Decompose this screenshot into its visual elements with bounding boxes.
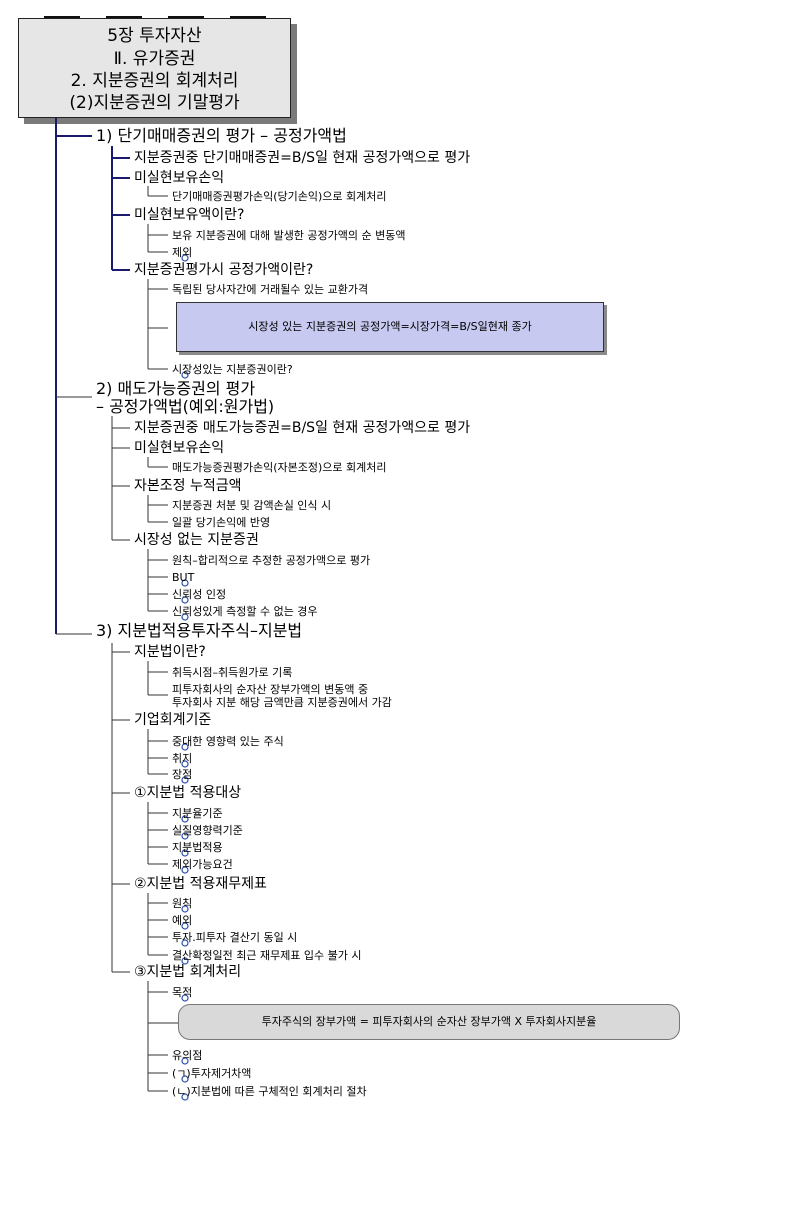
node-s2-d4[interactable]: 신뢰성있게 측정할 수 없는 경우: [172, 605, 318, 618]
node-s3-c4[interactable]: 제외가능요건: [172, 858, 233, 871]
expand-node-icon: [181, 596, 189, 604]
node-s1-d[interactable]: 지분증권평가시 공정가액이란?: [134, 262, 314, 278]
node-s3-e[interactable]: ③지분법 회계처리: [134, 964, 242, 980]
expand-node-icon: [181, 957, 189, 965]
node-s2-d1[interactable]: 원칙–합리적으로 추정한 공정가액으로 평가: [172, 554, 371, 567]
node-s1-c2[interactable]: 제외: [172, 246, 193, 259]
expand-node-icon: [181, 371, 189, 379]
equity-method-formula-box[interactable]: 투자주식의 장부가액 = 피투자회사의 순자산 장부가액 X 투자회사지분율: [178, 1004, 680, 1040]
expand-node-icon: [181, 849, 189, 857]
node-s3-d[interactable]: ②지분법 적용재무제표: [134, 876, 267, 892]
node-s3-d4[interactable]: 결산확정일전 최근 재무제표 입수 불가 시: [172, 949, 362, 962]
node-s3-b3[interactable]: 장점: [172, 768, 193, 781]
node-s3-b1[interactable]: 중대한 영향력 있는 주식: [172, 735, 284, 748]
node-s3-c[interactable]: ①지분법 적용대상: [134, 785, 242, 801]
expand-node-icon: [181, 905, 189, 913]
expand-node-icon: [181, 579, 189, 587]
node-s1-d3[interactable]: 시장성있는 지분증권이란?: [172, 363, 293, 376]
title-card: 5장 투자자산 Ⅱ. 유가증권 2. 지분증권의 회계처리 (2)지분증권의 기…: [18, 18, 291, 118]
title-subsection: 2. 지분증권의 회계처리: [70, 71, 239, 91]
node-s1-b1[interactable]: 단기매매증권평가손익(당기손익)으로 회계처리: [172, 190, 387, 203]
node-s2-c1[interactable]: 지분증권 처분 및 감액손실 인식 시: [172, 499, 332, 512]
node-s3-c1[interactable]: 지분율기준: [172, 807, 223, 820]
node-s3-a1[interactable]: 취득시점–취득원가로 기록: [172, 666, 293, 679]
node-s2-c[interactable]: 자본조정 누적금액: [134, 478, 242, 494]
expand-node-icon: [181, 939, 189, 947]
expand-node-icon: [181, 1075, 189, 1083]
section-3-heading[interactable]: 3) 지분법적용투자주식–지분법: [96, 621, 303, 640]
title-chapter: 5장 투자자산: [107, 26, 202, 46]
node-s3-b2[interactable]: 취지: [172, 752, 193, 765]
equity-method-formula-text: 투자주식의 장부가액 = 피투자회사의 순자산 장부가액 X 투자회사지분율: [261, 1015, 597, 1028]
node-s2-d3[interactable]: 신뢰성 인정: [172, 588, 227, 601]
node-s3-e3[interactable]: 유의점: [172, 1049, 203, 1062]
node-s3-d1[interactable]: 원칙: [172, 897, 193, 910]
section-2-heading-sub[interactable]: – 공정가액법(예외:원가법): [96, 397, 275, 416]
node-s3-a[interactable]: 지분법이란?: [134, 644, 206, 660]
fair-value-definition-box[interactable]: 시장성 있는 지분증권의 공정가액=시장가격=B/S일현재 종가: [176, 302, 604, 352]
expand-node-icon: [181, 832, 189, 840]
node-s3-c2[interactable]: 실질영향력기준: [172, 824, 243, 837]
node-s2-b1[interactable]: 매도가능증권평가손익(자본조정)으로 회계처리: [172, 461, 387, 474]
node-s1-b[interactable]: 미실현보유손익: [134, 170, 225, 186]
expand-node-icon: [181, 866, 189, 874]
node-s3-e5[interactable]: (ㄴ)지분법에 따른 구체적인 회계처리 절차: [172, 1085, 367, 1098]
node-s3-a2[interactable]: 피투자회사의 순자산 장부가액의 변동액 중: [172, 683, 369, 696]
node-s2-b[interactable]: 미실현보유손익: [134, 440, 225, 456]
expand-node-icon: [181, 743, 189, 751]
node-s3-d2[interactable]: 예외: [172, 914, 193, 927]
node-s3-c3[interactable]: 지분법적용: [172, 841, 223, 854]
expand-node-icon: [181, 776, 189, 784]
expand-node-icon: [181, 760, 189, 768]
node-s2-a[interactable]: 지분증권중 매도가능증권=B/S일 현재 공정가액으로 평가: [134, 420, 471, 436]
expand-node-icon: [181, 613, 189, 621]
node-s1-a[interactable]: 지분증권중 단기매매증권=B/S일 현재 공정가액으로 평가: [134, 150, 471, 166]
node-s3-b[interactable]: 기업회계기준: [134, 712, 212, 728]
title-topic: (2)지분증권의 기말평가: [69, 93, 240, 113]
expand-node-icon: [181, 1057, 189, 1065]
node-s1-c1[interactable]: 보유 지분증권에 대해 발생한 공정가액의 순 변동액: [172, 229, 406, 242]
section-1-heading[interactable]: 1) 단기매매증권의 평가 – 공정가액법: [96, 126, 347, 145]
expand-node-icon: [181, 994, 189, 1002]
node-s2-c2[interactable]: 일괄 당기손익에 반영: [172, 516, 271, 529]
node-s3-e1[interactable]: 목적: [172, 986, 193, 999]
node-s1-c[interactable]: 미실현보유액이란?: [134, 207, 245, 223]
node-s3-e4[interactable]: (ㄱ)투자제거차액: [172, 1067, 252, 1080]
expand-node-icon: [181, 1093, 189, 1101]
node-s3-d3[interactable]: 투자.피투자 결산기 동일 시: [172, 931, 298, 944]
expand-node-icon: [181, 922, 189, 930]
expand-node-icon: [181, 254, 189, 262]
node-s2-d[interactable]: 시장성 없는 지분증권: [134, 532, 259, 548]
fair-value-definition-text: 시장성 있는 지분증권의 공정가액=시장가격=B/S일현재 종가: [248, 320, 532, 333]
expand-node-icon: [181, 815, 189, 823]
node-s1-d1[interactable]: 독립된 당사자간에 거래될수 있는 교환가격: [172, 283, 369, 296]
node-s2-d2[interactable]: BUT: [172, 571, 195, 584]
title-section: Ⅱ. 유가증권: [113, 49, 196, 69]
section-2-heading[interactable]: 2) 매도가능증권의 평가: [96, 379, 256, 398]
node-s3-a2-continued[interactable]: 투자회사 지분 해당 금액만큼 지분증권에서 가감: [172, 696, 392, 709]
